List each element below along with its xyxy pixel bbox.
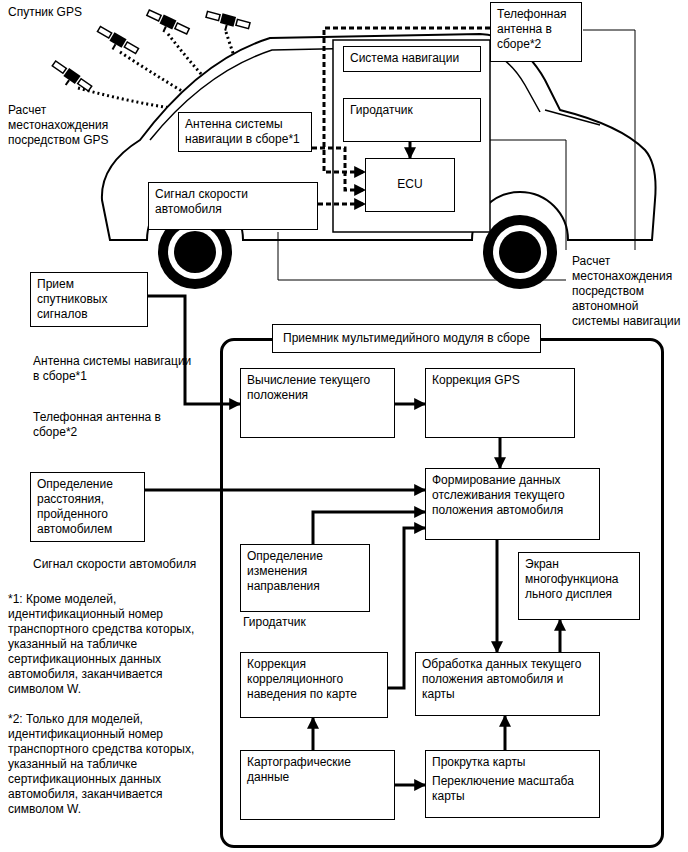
node-text: Сигнал скорости автомобиля (155, 187, 311, 217)
satellite (48, 59, 93, 97)
node-text: ECU (372, 177, 448, 192)
flow-arrow (504, 716, 507, 750)
ecu-box: ECU (365, 158, 455, 212)
node-text: Определение изменения направления (247, 549, 363, 594)
caption-label: Спутник GPS (8, 5, 148, 20)
leader-line (583, 30, 635, 250)
caption-label: Расчет местонахождения посредством автон… (572, 254, 684, 329)
node-text: Экран многофункциона льного дисплея (525, 557, 633, 602)
navigation-housing (333, 40, 490, 232)
flow-arrow (312, 148, 365, 190)
footnote: *1: Кроме моделей, идентификационный ном… (8, 592, 213, 697)
process-box: Обработка данных текущего положения авто… (415, 652, 600, 716)
node-text: Система навигации (350, 51, 474, 66)
satellite (143, 8, 190, 41)
flow-arrow (312, 718, 315, 750)
flow-arrow (409, 142, 412, 158)
wheel-rim (168, 225, 222, 279)
node-text: Гиродатчик (350, 103, 474, 118)
leader-line (490, 140, 566, 250)
display-box: Экран многофункциона льного дисплея (518, 552, 640, 620)
flow-arrow (499, 438, 502, 468)
flow-arrow (395, 403, 425, 406)
node-text: Коррекция GPS (432, 373, 568, 388)
satellite (204, 9, 251, 36)
wheel (483, 215, 557, 289)
node-text: Антенна системы навигации в сборе*1 (185, 117, 305, 147)
wheel-hub (174, 231, 216, 273)
part-label: Телефонная антенна в сборе*2 (33, 410, 183, 440)
input-box: Прием спутниковых сигналовАнтенна систем… (30, 272, 148, 327)
node-text: Формирование данных отслеживания текущег… (432, 473, 593, 518)
flow-arrow (324, 28, 490, 172)
flow-arrow (496, 540, 499, 652)
speed-signal-box: Сигнал скорости автомобиля (148, 182, 318, 230)
node-text: Обработка данных текущего положения авто… (422, 657, 593, 702)
process-box: Вычисление текущего положения (240, 368, 395, 438)
data-box: Картографические данные (240, 750, 395, 820)
leader-line (278, 232, 566, 280)
process-box: Коррекция корреляционного наведения по к… (240, 652, 388, 718)
node-text: Вычисление текущего положения (247, 373, 388, 403)
container-heading: Приемник мультимедийного модуля в сборе (272, 324, 541, 353)
gyro-box: Гиродатчик (343, 98, 481, 142)
module-container: Приемник мультимедийного модуля в сбореВ… (220, 338, 664, 848)
node-text: Переключение масштаба карты (432, 774, 593, 804)
wheel-hub (499, 231, 541, 273)
input-box: Определение расстояния, пройденного авто… (30, 472, 145, 542)
flow-arrow (318, 203, 365, 206)
process-box: Определение изменения направленияГиродат… (240, 544, 370, 612)
node-text: Коррекция корреляционного наведения по к… (247, 657, 381, 702)
flow-arrow (148, 296, 240, 404)
process-box: Формирование данных отслеживания текущег… (425, 468, 600, 540)
footnote: *2: Только для моделей, идентификационны… (8, 712, 213, 817)
part-label: Сигнал скорости автомобиля (33, 557, 198, 572)
node-text: Прием спутниковых сигналов (37, 277, 141, 322)
hood-line (545, 110, 600, 125)
car-body (102, 34, 656, 240)
satellite (93, 25, 139, 61)
flow-arrow (559, 620, 562, 652)
part-label: Антенна системы навигации в сборе*1 (33, 354, 198, 384)
navigation-box: Система навигации (343, 46, 481, 72)
antenna-box: Антенна системы навигации в сборе*1 (178, 112, 312, 152)
flow-arrow (395, 784, 425, 787)
caption-label: Расчет местонахождения посредством GPS (8, 103, 133, 148)
process-box: Коррекция GPS (425, 368, 575, 438)
process-box: Прокрутка картыПереключение масштаба кар… (425, 750, 600, 818)
node-text: Прокрутка карты (432, 755, 593, 770)
part-label: Гиродатчик (243, 615, 408, 630)
flow-arrow (145, 489, 425, 492)
node-text: Определение расстояния, пройденного авто… (37, 477, 138, 537)
wheel-rim (493, 225, 547, 279)
node-text: Телефонная антенна в сборе*2 (497, 7, 575, 52)
phone-antenna-box: Телефонная антенна в сборе*2 (490, 2, 582, 62)
node-text: Картографические данные (247, 755, 388, 785)
